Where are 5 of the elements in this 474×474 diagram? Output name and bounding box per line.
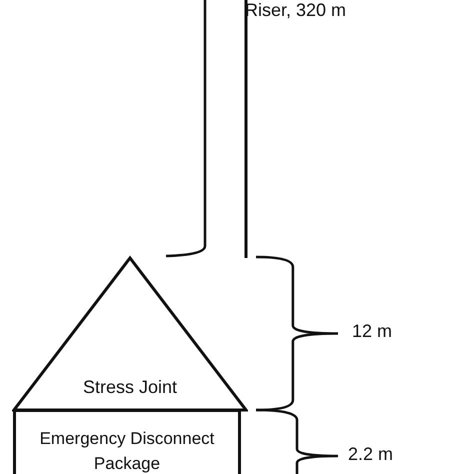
node-label: Emergency Disconnect Package — [38, 428, 216, 474]
package-box — [13, 409, 241, 474]
dimension-label: 12 m — [352, 321, 392, 342]
dimension-label: 2.2 m — [348, 444, 394, 465]
node-label: Stress Joint — [82, 377, 178, 398]
